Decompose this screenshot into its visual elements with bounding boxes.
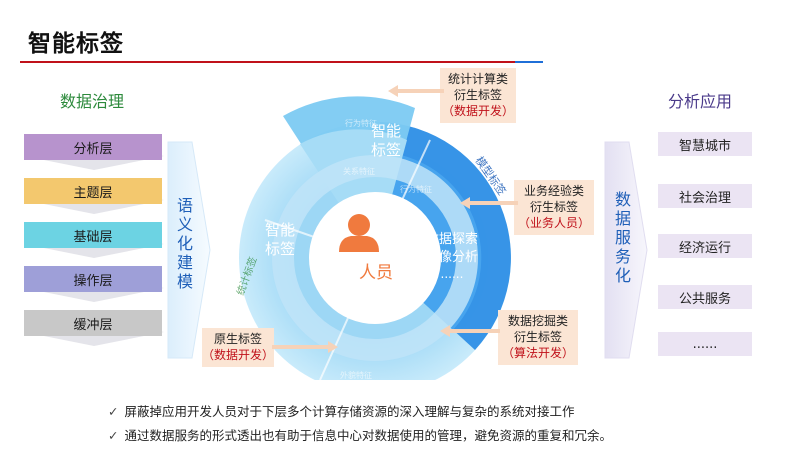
tag-ring-diagram: 行为特征 关系特征 外貌特征 行为特征 模型标签 统计标签 (234, 96, 511, 380)
person-icon (339, 214, 379, 252)
ring-label-behavior: 行为特征 (345, 118, 377, 128)
app-economic-operation: 经济运行 (658, 234, 752, 258)
title-underline-red (20, 61, 515, 63)
core-person-label: 人员 (359, 263, 393, 283)
callout-mining-arrow (440, 325, 500, 337)
callout-business-arrow (460, 197, 518, 209)
analysis-dots: ...... (440, 267, 464, 281)
layer-analysis: 分析层 (24, 134, 162, 160)
layer-operation: 操作层 (24, 266, 162, 292)
layer-buffer: 缓冲层 (24, 310, 162, 336)
analysis-label: 数据探索 画像分析 (425, 232, 478, 265)
app-smart-city: 智慧城市 (658, 132, 752, 156)
modeling-arrow (167, 141, 211, 359)
app-public-service: 公共服务 (658, 285, 752, 309)
right-panel-title: 分析应用 (668, 92, 733, 111)
page-title: 智能标签 (28, 31, 124, 57)
callout-mining: 数据挖掘类 衍生标签 （算法开发） (498, 310, 578, 365)
data-service-label: 数 据 服 务 化 (614, 190, 631, 285)
app-social-governance: 社会治理 (658, 184, 752, 208)
left-panel-title: 数据治理 (60, 92, 125, 111)
bullet-2: ✓通过数据服务的形式透出也有助于信息中心对数据使用的管理，避免资源的重复和冗余。 (108, 428, 612, 443)
callout-business: 业务经验类 衍生标签 （业务人员） (514, 180, 594, 235)
callout-native-arrow (272, 341, 338, 353)
ring-label-appearance: 外貌特征 (340, 370, 372, 380)
ring-label-relation: 关系特征 (343, 166, 375, 176)
service-arrow (604, 141, 648, 359)
layer-theme: 主题层 (24, 178, 162, 204)
callout-statistical-arrow (388, 85, 444, 97)
title-underline-blue (515, 61, 543, 63)
smart-tag-top-label: 智能 标签 (370, 122, 401, 159)
app-more: ...... (658, 332, 752, 356)
semantic-modeling-label: 语 义 化 建 模 (176, 196, 193, 291)
middle-ring (272, 155, 478, 361)
callout-statistical: 统计计算类 衍生标签 （数据开发） (440, 68, 516, 123)
smart-tag-left-label: 智能 标签 (264, 221, 295, 258)
layer-base: 基础层 (24, 222, 162, 248)
callout-native: 原生标签 （数据开发） (202, 328, 274, 367)
check-icon: ✓ (108, 404, 119, 419)
check-icon: ✓ (108, 428, 119, 443)
core-circle (309, 192, 441, 324)
bullet-1: ✓屏蔽掉应用开发人员对于下层多个计算存储资源的深入理解与复杂的系统对接工作 (108, 404, 575, 419)
ring-label-behavior-2: 行为特征 (400, 184, 432, 194)
